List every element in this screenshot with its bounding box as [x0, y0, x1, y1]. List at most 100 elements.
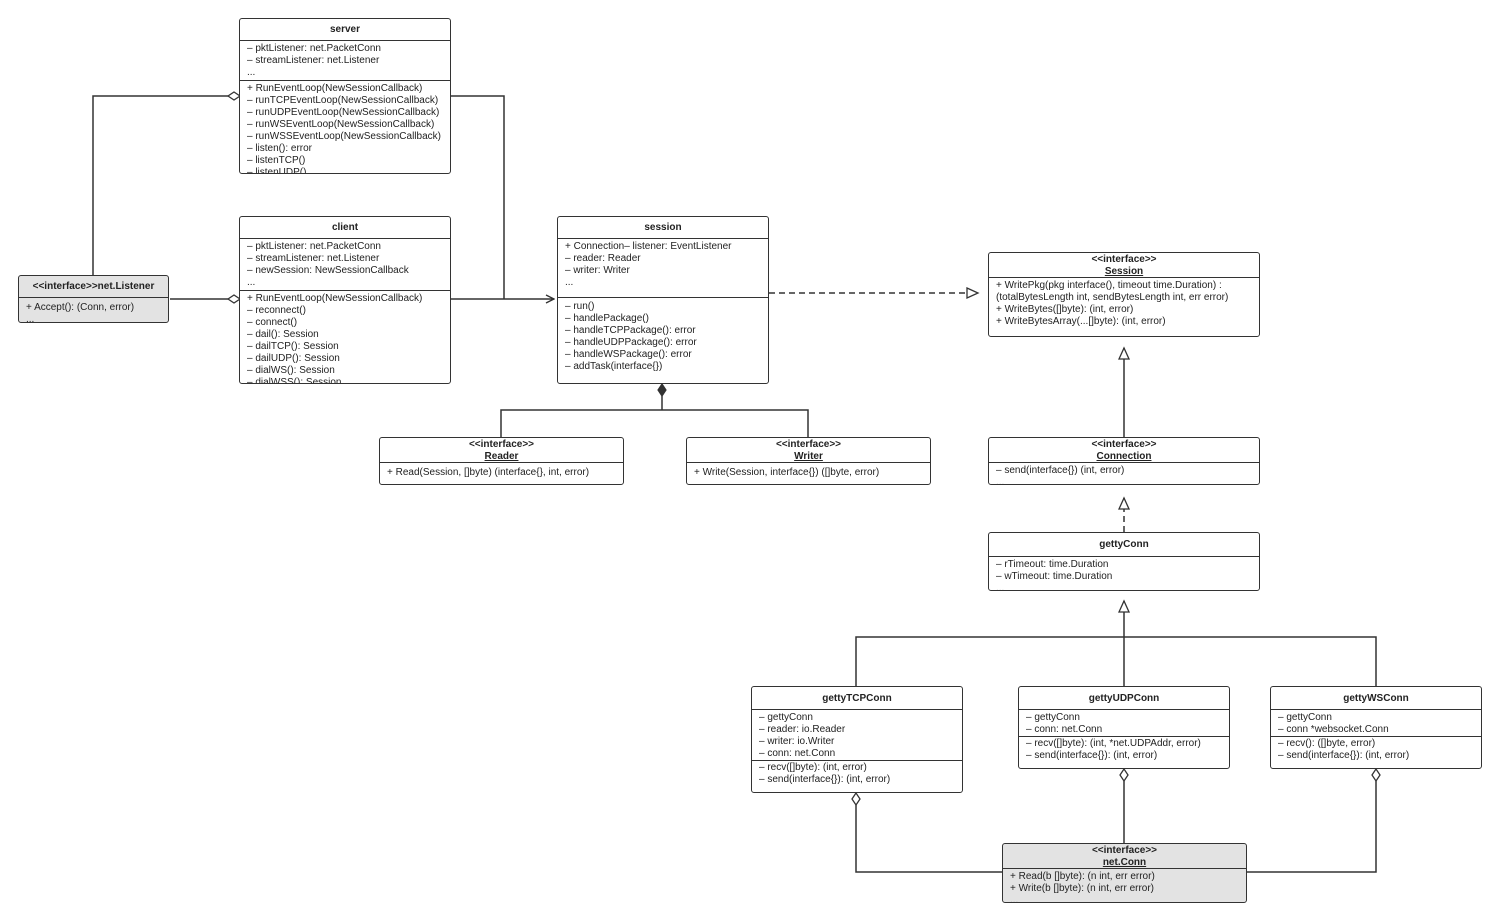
methods: – recv([]byte): (int, *net.UDPAddr, erro… — [1019, 736, 1229, 763]
member-line: + RunEventLoop(NewSessionCallback) — [247, 83, 423, 94]
class-getty-conn[interactable]: gettyConn – rTimeout: time.Duration– wTi… — [988, 532, 1260, 591]
aggregation-diamond — [226, 91, 242, 101]
member-line: – newSession: NewSessionCallback — [247, 265, 409, 276]
member-line: + WriteBytes([]byte): (int, error) — [996, 304, 1134, 315]
member-line: – dailTCP(): Session — [247, 341, 339, 352]
class-name: gettyTCPConn — [752, 687, 962, 710]
member-line: – streamListener: net.Listener — [247, 55, 380, 66]
member-line: ... — [247, 67, 256, 78]
member-line: + Accept(): (Conn, error) — [26, 302, 135, 313]
member-line: ... — [565, 277, 574, 288]
member-line: + Write(Session, interface{}) ([]byte, e… — [694, 467, 880, 478]
member-line: – runWSEventLoop(NewSessionCallback) — [247, 119, 435, 130]
ws-netconn-aggregation — [1247, 781, 1377, 873]
stereotype: <<interface>> — [1091, 439, 1157, 450]
interface-net-listener[interactable]: <<interface>>net.Listener + Accept(): (C… — [18, 275, 169, 323]
member-line: ... — [247, 277, 256, 288]
aggregation-diamond — [226, 294, 242, 304]
stereotype: <<interface>> — [1091, 845, 1158, 856]
member-line: – gettyConn — [1026, 712, 1080, 723]
member-line: – reader: io.Reader — [759, 724, 846, 735]
member-line: (totalBytesLength int, sendBytesLength i… — [996, 292, 1229, 303]
methods: – recv([]byte): (int, error)– send(inter… — [752, 760, 962, 793]
member-line: – recv([]byte): (int, error) — [759, 762, 867, 773]
attributes: – pktListener: net.PacketConn– streamLis… — [240, 41, 450, 80]
class-getty-udp-conn[interactable]: gettyUDPConn – gettyConn– conn: net.Conn… — [1018, 686, 1230, 769]
composition-diamond — [657, 382, 667, 398]
class-server[interactable]: server – pktListener: net.PacketConn– st… — [239, 18, 451, 174]
member-line: – reader: Reader — [565, 253, 641, 264]
member-line: – handlePackage() — [565, 313, 649, 324]
member-line: – run() — [565, 301, 595, 312]
interface-session[interactable]: <<interface>> Session + WritePkg(pkg int… — [988, 252, 1260, 337]
member-line: – handleUDPPackage(): error — [565, 337, 697, 348]
member-line: – dialWS(): Session — [247, 365, 335, 376]
methods: + RunEventLoop(NewSessionCallback)– runT… — [240, 80, 450, 173]
methods: + RunEventLoop(NewSessionCallback)– reco… — [240, 290, 450, 383]
class-getty-tcp-conn[interactable]: gettyTCPConn – gettyConn– reader: io.Rea… — [751, 686, 963, 793]
member-line: – conn: net.Conn — [1026, 724, 1103, 735]
member-line: – send(interface{}): (int, error) — [759, 774, 891, 785]
class-header: <<interface>> Connection — [989, 438, 1259, 463]
class-header: <<interface>> net.Conn — [1003, 844, 1246, 869]
attributes: – rTimeout: time.Duration– wTimeout: tim… — [989, 557, 1259, 590]
member-line: + WriteBytesArray(...[]byte): (int, erro… — [996, 316, 1166, 327]
member-line: – runTCPEventLoop(NewSessionCallback) — [247, 95, 439, 106]
member-line: – recv([]byte): (int, *net.UDPAddr, erro… — [1026, 738, 1201, 749]
interface-connection[interactable]: <<interface>> Connection – send(interfac… — [988, 437, 1260, 485]
member-line: ... — [759, 786, 768, 793]
member-line: + WritePkg(pkg interface(), timeout time… — [996, 280, 1222, 291]
member-line: – conn: net.Conn — [759, 748, 836, 759]
methods: – recv(): ([]byte, error)– send(interfac… — [1271, 736, 1481, 763]
member-line: + Read(Session, []byte) (interface{}, in… — [387, 467, 590, 478]
member-line: – gettyConn — [759, 712, 813, 723]
member-line: ... — [996, 477, 1005, 485]
member-line: ... — [1010, 895, 1019, 903]
class-session[interactable]: session + Connection– listener: EventLis… — [557, 216, 769, 384]
member-line: – dailUDP(): Session — [247, 353, 340, 364]
methods: + Read(Session, []byte) (interface{}, in… — [380, 463, 623, 480]
class-header: <<interface>> Session — [989, 253, 1259, 278]
interface-reader[interactable]: <<interface>> Reader + Read(Session, []b… — [379, 437, 624, 485]
member-line: – send(interface{}) (int, error) — [996, 465, 1125, 476]
member-line: – reconnect() — [247, 305, 306, 316]
class-name: server — [240, 19, 450, 41]
attributes: – gettyConn– conn: net.Conn — [1019, 710, 1229, 736]
member-line: – conn *websocket.Conn — [1278, 724, 1389, 735]
class-name: <<interface>>net.Listener — [19, 276, 168, 298]
tcp-netconn-aggregation — [855, 805, 1002, 873]
methods: + WritePkg(pkg interface(), timeout time… — [989, 278, 1259, 329]
member-line: – handleTCPPackage(): error — [565, 325, 696, 336]
interface-writer[interactable]: <<interface>> Writer + Write(Session, in… — [686, 437, 931, 485]
member-line: + RunEventLoop(NewSessionCallback) — [247, 293, 423, 304]
member-line: – recv(): ([]byte, error) — [1278, 738, 1376, 749]
member-line: – send(interface{}): (int, error) — [1278, 750, 1410, 761]
class-header: <<interface>> Writer — [687, 438, 930, 463]
methods: – run()– handlePackage()– handleTCPPacka… — [558, 297, 768, 374]
member-line: ... — [26, 314, 35, 323]
member-line: – handleWSPackage(): error — [565, 349, 692, 360]
member-line: – runUDPEventLoop(NewSessionCallback) — [247, 107, 440, 118]
class-client[interactable]: client – pktListener: net.PacketConn– st… — [239, 216, 451, 384]
class-name: Writer — [794, 451, 823, 462]
member-line: – pktListener: net.PacketConn — [247, 43, 381, 54]
class-name: gettyWSConn — [1271, 687, 1481, 710]
member-line: – connect() — [247, 317, 298, 328]
member-line: – dail(): Session — [247, 329, 319, 340]
subclass-tree — [855, 636, 1377, 686]
class-name: net.Conn — [1102, 857, 1147, 868]
methods: + Write(Session, interface{}) ([]byte, e… — [687, 463, 930, 480]
class-name: Connection — [1096, 451, 1152, 462]
class-name: Reader — [484, 451, 519, 462]
member-line: + Connection– listener: EventListener — [565, 241, 732, 252]
interface-net-conn[interactable]: <<interface>> net.Conn + Read(b []byte):… — [1002, 843, 1247, 903]
class-getty-ws-conn[interactable]: gettyWSConn – gettyConn– conn *websocket… — [1270, 686, 1482, 769]
member-line: – send(interface{}): (int, error) — [1026, 750, 1158, 761]
class-name: client — [240, 217, 450, 239]
class-header: <<interface>> Reader — [380, 438, 623, 463]
attributes: + Connection– listener: EventListener– r… — [558, 239, 768, 297]
class-name: session — [558, 217, 768, 239]
stereotype: <<interface>> — [468, 439, 535, 450]
methods: + Accept(): (Conn, error)... — [19, 298, 168, 323]
